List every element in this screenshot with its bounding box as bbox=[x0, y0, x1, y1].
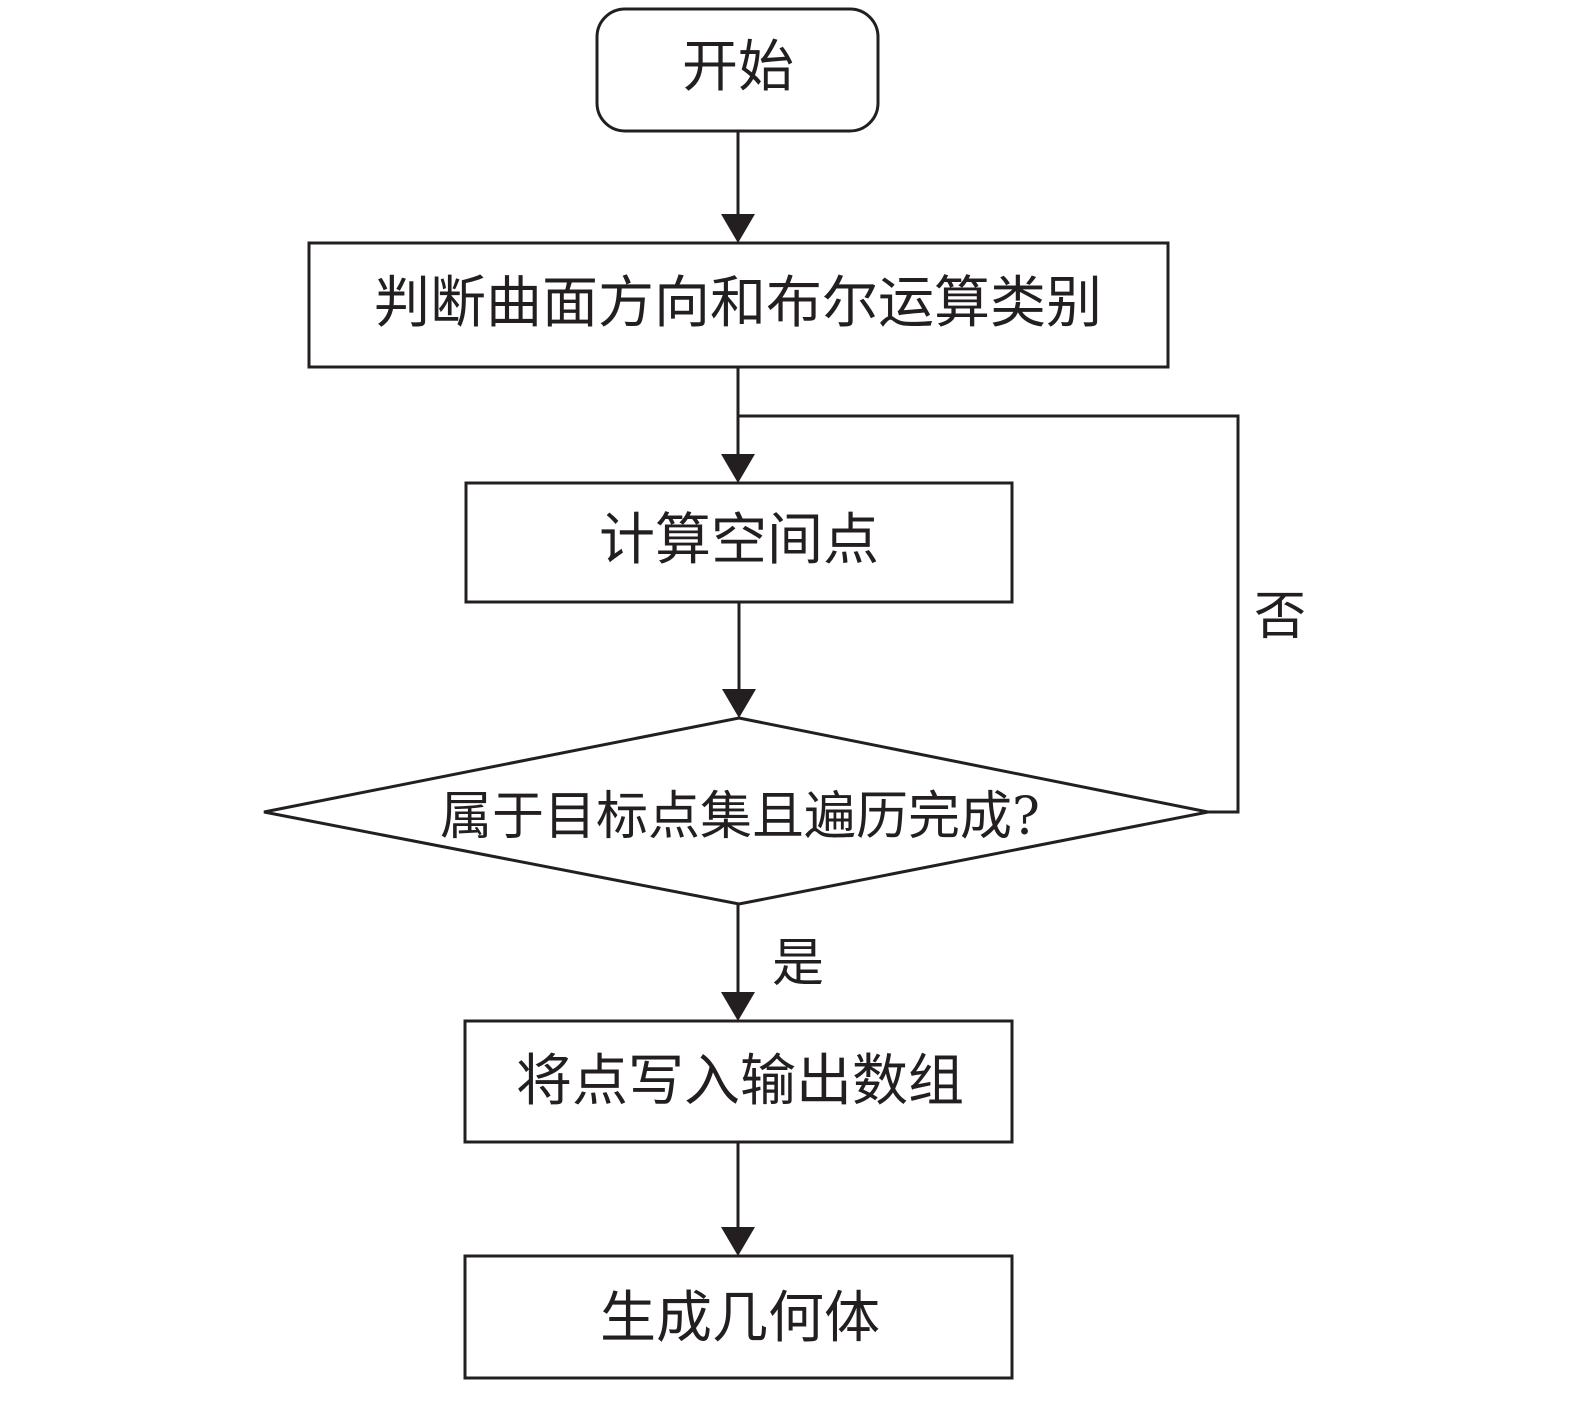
arrowhead-step2-decision bbox=[722, 689, 756, 718]
end-label: 生成几何体 bbox=[600, 1286, 880, 1351]
step1-node bbox=[307, 241, 1170, 369]
step3-label: 将点写入输出数组 bbox=[516, 1049, 964, 1114]
arrowhead-start-step1 bbox=[721, 214, 755, 243]
no-label: 否 bbox=[1254, 587, 1306, 647]
arrowhead-decision-step3 bbox=[721, 992, 755, 1021]
start-label: 开始 bbox=[682, 35, 794, 100]
step2-label: 计算空间点 bbox=[599, 508, 879, 573]
edge-decision-no-loop bbox=[738, 414, 1240, 814]
arrowhead-step3-end bbox=[721, 1227, 755, 1256]
decision-label: 属于目标点集且遍历完成? bbox=[440, 787, 1040, 847]
arrowhead-step1-step2 bbox=[721, 454, 755, 483]
yes-label: 是 bbox=[772, 934, 824, 994]
end-node bbox=[463, 1254, 1014, 1380]
step1-label: 判断曲面方向和布尔运算类别 bbox=[374, 271, 1102, 336]
